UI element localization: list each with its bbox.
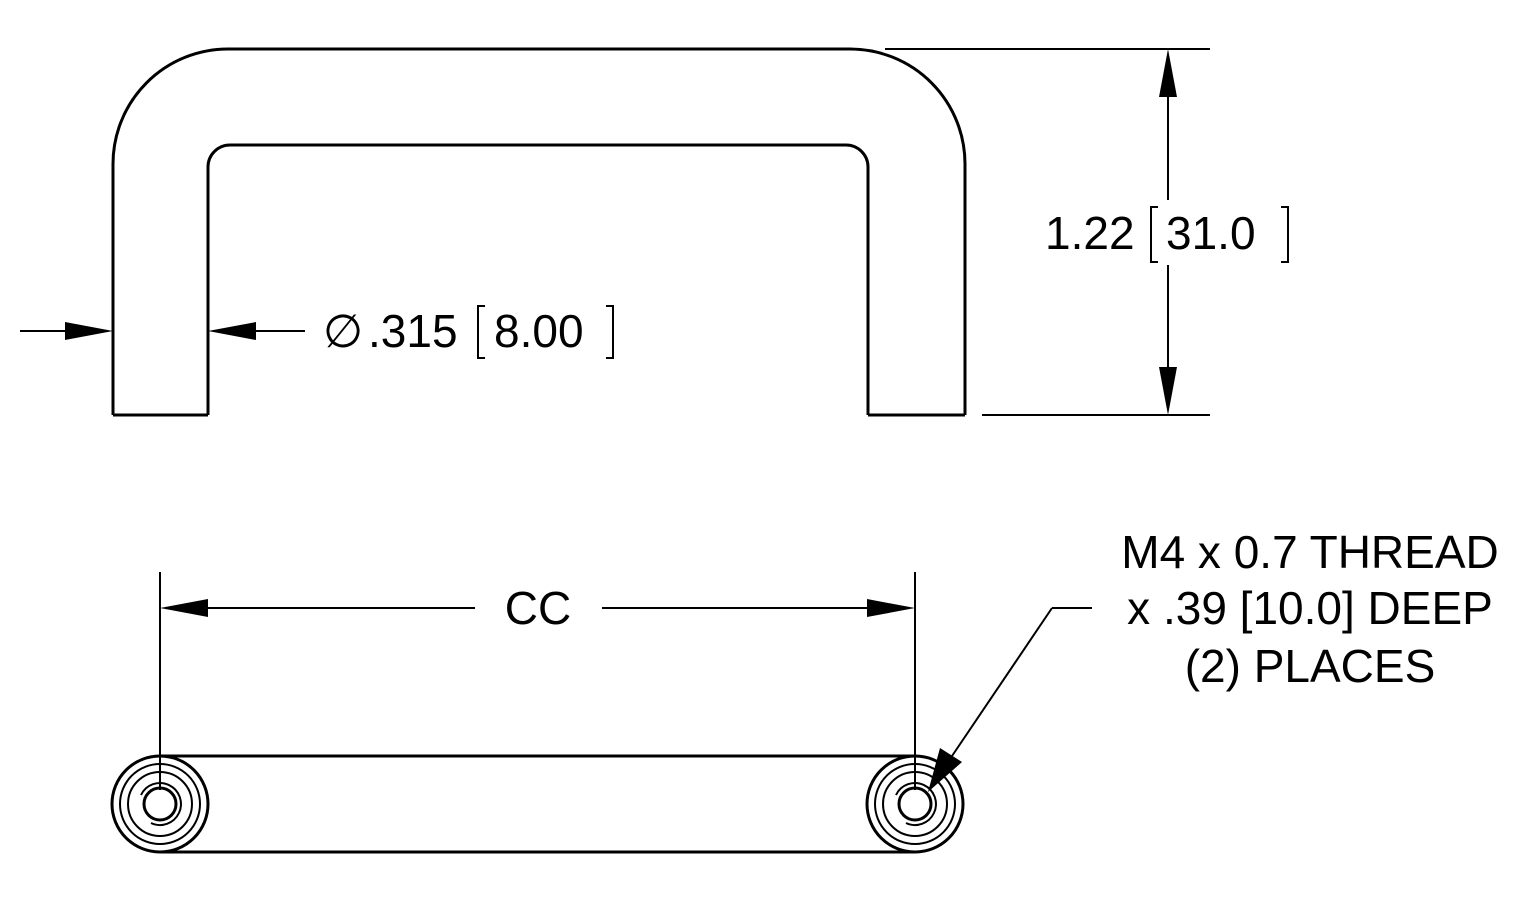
right-thread-major [895, 782, 937, 826]
thread-note-line3: (2) PLACES [1185, 640, 1436, 692]
thread-leader-arrow [928, 748, 962, 792]
front-view [111, 47, 967, 417]
height-arrow-bottom [1159, 367, 1177, 415]
handle-outer-profile [111, 47, 967, 415]
height-dimension: 1.22 31.0 [885, 48, 1289, 416]
top-view [110, 754, 965, 854]
diameter-bracket-close [606, 305, 614, 359]
thread-callout: M4 x 0.7 THREAD x .39 [10.0] DEEP (2) PL… [928, 526, 1499, 792]
height-metric-value: 31.0 [1166, 207, 1256, 259]
cc-arrow-right [867, 599, 915, 617]
diameter-dimension: ∅ .315 8.00 [20, 305, 614, 359]
diameter-arrow-left [65, 322, 113, 340]
height-inch-value: 1.22 [1045, 207, 1135, 259]
diameter-inch-value: .315 [368, 305, 458, 357]
handle-inner-profile [206, 143, 870, 415]
diameter-bracket-open [477, 305, 485, 359]
cc-arrow-left [160, 599, 208, 617]
diameter-metric-value: 8.00 [494, 305, 584, 357]
thread-leader-diagonal [951, 607, 1053, 757]
height-bracket-open [1150, 206, 1158, 263]
left-thread-minor [142, 786, 178, 822]
diameter-arrow-right [208, 322, 256, 340]
thread-note-line1: M4 x 0.7 THREAD [1121, 526, 1498, 578]
right-thread-minor [897, 786, 933, 822]
cc-dimension: CC [159, 572, 916, 790]
left-thread-major [140, 782, 182, 826]
cc-label: CC [505, 582, 571, 634]
diameter-symbol: ∅ [323, 305, 363, 357]
height-bracket-close [1281, 206, 1289, 263]
thread-note-line2: x .39 [10.0] DEEP [1127, 582, 1493, 634]
height-arrow-top [1159, 49, 1177, 97]
